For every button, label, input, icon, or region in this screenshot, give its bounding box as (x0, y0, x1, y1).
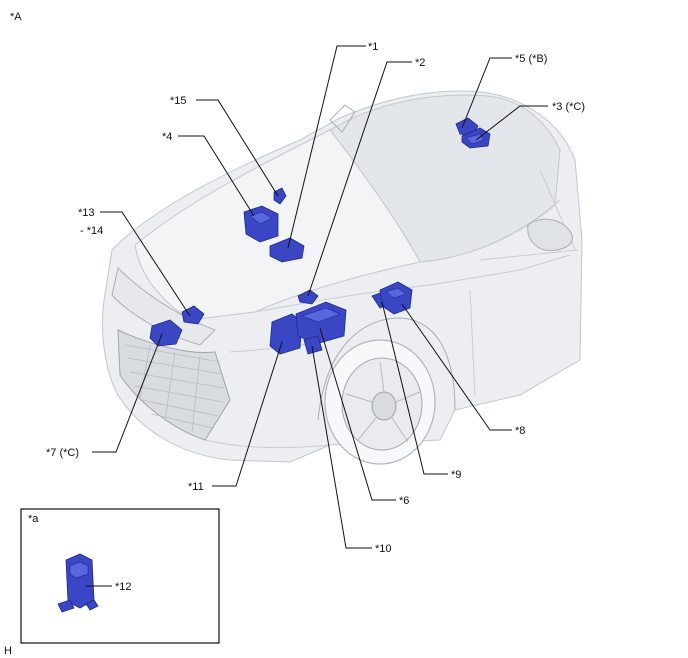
side-mirror (527, 218, 573, 251)
callout-15: *15 (170, 95, 187, 107)
part-7 (149, 319, 183, 347)
part-11 (269, 313, 303, 355)
corner-label: H (4, 645, 12, 657)
callout-4: *4 (162, 131, 172, 143)
callout-labels: *A *1 *2 *5 (*B) *3 (*C) *15 *4 *13 - *1… (10, 11, 585, 555)
callout-13: *13 (78, 207, 95, 219)
inset-label: *a (28, 513, 39, 525)
callout-5: *5 (*B) (515, 53, 547, 65)
callout-9: *9 (451, 469, 461, 481)
inset-box: *a *12 (20, 508, 220, 644)
callout-2: *2 (415, 57, 425, 69)
part-2 (297, 289, 319, 305)
callout-8: *8 (515, 425, 525, 437)
callout-14: - *14 (80, 225, 103, 237)
view-label: *A (10, 11, 22, 23)
part-15 (273, 187, 287, 205)
callout-6: *6 (399, 495, 409, 507)
leader-lines (92, 45, 548, 549)
callout-3: *3 (*C) (552, 101, 585, 113)
part-12 (57, 553, 99, 613)
vehicle-illustration (102, 90, 583, 465)
callout-10: *10 (375, 543, 392, 555)
headlight (111, 267, 216, 346)
callout-11: *11 (188, 481, 204, 493)
callout-1: *1 (368, 41, 378, 53)
callout-12: *12 (115, 581, 132, 593)
callout-7: *7 (*C) (46, 447, 79, 459)
part-10 (303, 335, 323, 355)
front-wheel (324, 339, 436, 465)
part-13 (181, 305, 205, 325)
